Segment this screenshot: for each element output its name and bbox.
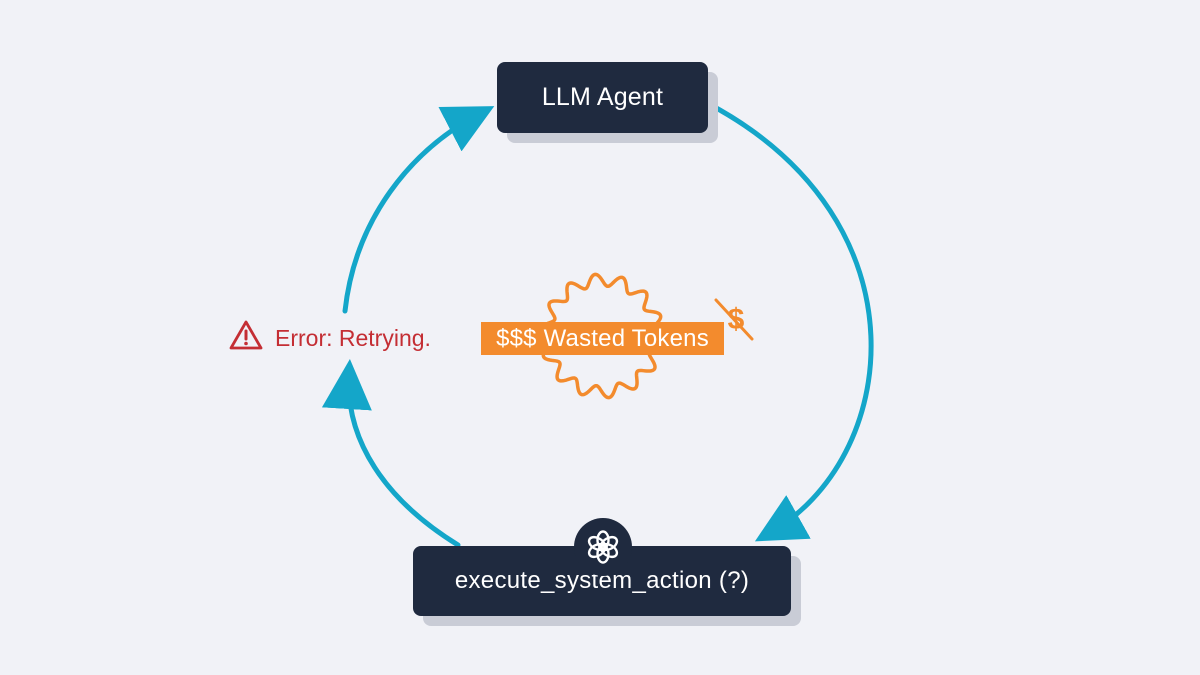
arrow-error-to-agent [342,106,495,314]
arrow-action-to-error [321,359,461,548]
error-retrying-label: Error: Retrying. [229,320,431,356]
error-text: Error: Retrying. [275,324,431,351]
wasted-tokens-label: $$$ Wasted Tokens [481,322,724,355]
openai-logo-icon [574,518,632,576]
warning-triangle-icon [229,319,263,357]
llm-agent-label: LLM Agent [541,83,664,111]
arrow-agent-to-action [706,101,874,542]
svg-text:$: $ [728,303,745,336]
wasted-tokens-text: $$$ Wasted Tokens [496,324,709,352]
llm-agent-node: LLM Agent [497,62,708,133]
crossed-dollar-icon: $ [714,298,754,341]
